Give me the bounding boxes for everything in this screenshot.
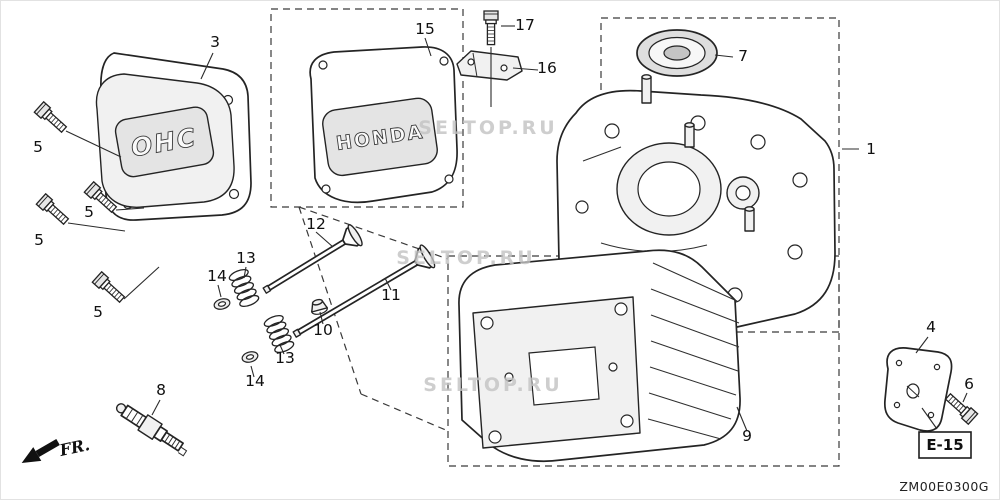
callout-14: 14 (245, 372, 265, 390)
leader-line (151, 399, 161, 416)
callout-15: 15 (415, 20, 435, 38)
leader-line (243, 266, 247, 279)
dashed-connector-line (298, 206, 449, 260)
part-valve-seal (212, 296, 232, 312)
leader-line (512, 67, 539, 71)
part-bracket-plate (456, 50, 523, 81)
part-flange-bolt (35, 193, 72, 228)
leader-line (123, 266, 160, 300)
page-ref-box (918, 431, 972, 459)
dashed-connector-line (298, 206, 362, 395)
watermarks-layer: SELTOP.RU SELTOP.RU SELTOP.RU (396, 117, 562, 396)
front-direction-marker: FR. (21, 435, 92, 463)
callout-3: 3 (210, 33, 220, 51)
callout-17: 17 (515, 16, 535, 34)
part-flange-bolt (33, 101, 70, 136)
callout-5: 5 (93, 303, 103, 321)
leader-line (962, 392, 968, 403)
callout-16: 16 (537, 59, 557, 77)
part-valve-spring (227, 266, 261, 310)
callout-7: 7 (738, 47, 748, 65)
watermark-text: SELTOP.RU (396, 247, 535, 269)
leader-line (915, 336, 929, 354)
part-seal-grommet (636, 29, 718, 77)
leader-line (65, 130, 122, 158)
leader-line (319, 311, 324, 325)
leader-line (921, 407, 938, 430)
leader-lines-layer (65, 25, 968, 432)
leader-line (384, 277, 392, 291)
callout-14: 14 (207, 267, 227, 285)
part-side-cover-plate (883, 347, 953, 432)
callout-10: 10 (313, 321, 333, 339)
leader-line (315, 231, 334, 248)
callout-13: 13 (236, 249, 256, 267)
part-valve-upper (262, 224, 363, 294)
part-bolt-6 (942, 390, 979, 425)
part-cylinder-head (458, 249, 741, 463)
part-bolt-17 (483, 10, 499, 46)
part-spring-retainer (311, 298, 328, 315)
callout-12: 12 (306, 215, 326, 233)
leader-line (115, 207, 145, 211)
callout-5: 5 (34, 231, 44, 249)
front-direction-label: FR. (57, 435, 92, 460)
callout-8: 8 (156, 381, 166, 399)
watermark-text: SELTOP.RU (423, 374, 562, 396)
leader-line (250, 365, 255, 378)
watermark-text: SELTOP.RU (418, 117, 557, 139)
dashed-connector-line (360, 393, 449, 432)
callout-6: 6 (964, 375, 974, 393)
fr-arrow-icon (21, 438, 60, 463)
honda-cover-dashed-box (270, 8, 464, 208)
callout-5: 5 (84, 203, 94, 221)
callout-11: 11 (381, 286, 401, 304)
leader-line (424, 37, 432, 57)
part-spark-plug (115, 403, 188, 457)
leader-line (736, 406, 748, 432)
drawing-code-label: ZM00E0300G (899, 479, 989, 494)
part-valve-seal (240, 349, 260, 365)
part-valve-cover-honda: HONDA (309, 46, 458, 204)
callout-9: 9 (742, 427, 752, 445)
part-valve-lower (292, 244, 436, 338)
callout-5: 5 (33, 138, 43, 156)
callout-13: 13 (275, 349, 295, 367)
leader-line (217, 284, 222, 298)
callout-1: 1 (866, 140, 876, 158)
leader-line (67, 222, 126, 232)
part-valve-cover-ohc: OHC (95, 52, 252, 221)
part-flange-bolt (91, 271, 128, 306)
page-ref-label: E-15 (926, 436, 963, 454)
leader-line (200, 52, 214, 80)
leader-line (279, 344, 285, 355)
callout-4: 4 (926, 318, 936, 336)
leader-line (714, 54, 734, 58)
